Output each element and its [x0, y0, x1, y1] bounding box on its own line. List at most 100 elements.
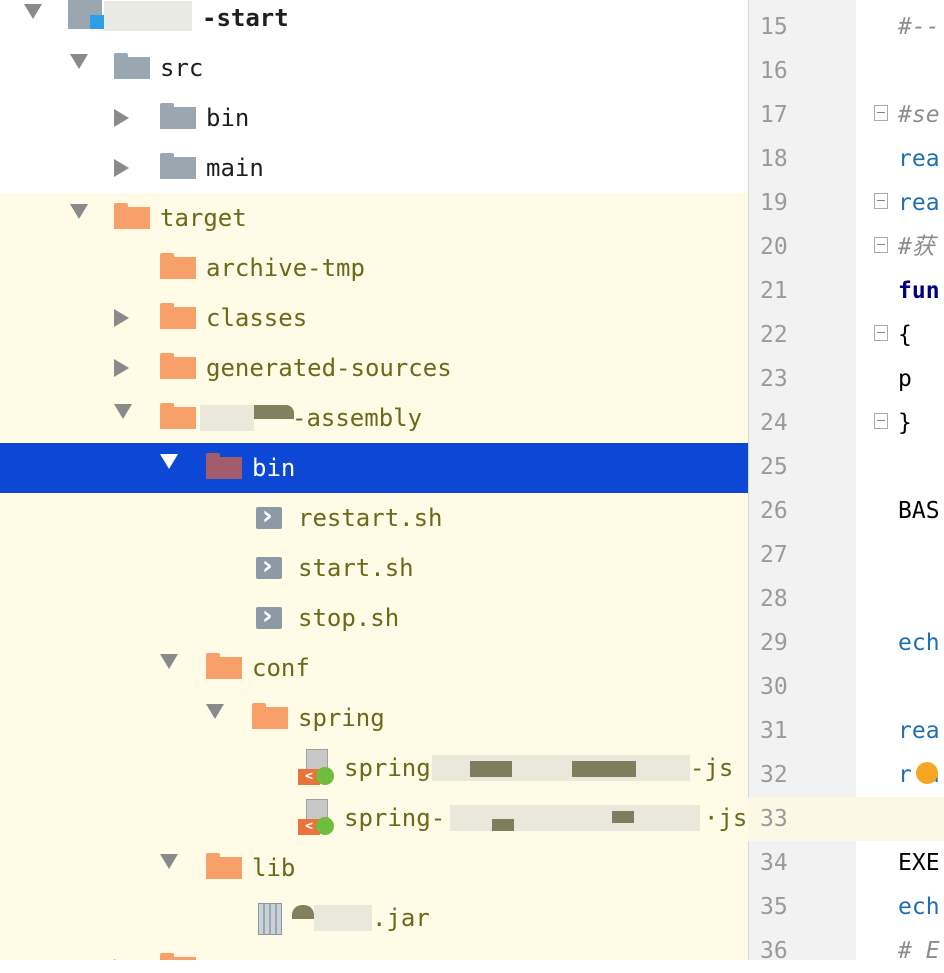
- file-label-start: start.sh: [298, 554, 414, 582]
- collapse-arrow-icon[interactable]: [114, 404, 132, 419]
- tree-row-stop-sh[interactable]: stop.sh: [0, 593, 748, 643]
- collapse-arrow-icon[interactable]: [160, 454, 178, 469]
- tree-row-spring-xml-1[interactable]: < spring -js: [0, 743, 748, 793]
- line-number: 25: [760, 454, 788, 480]
- expand-arrow-icon[interactable]: [114, 109, 129, 127]
- fold-marker-icon[interactable]: [874, 325, 888, 341]
- line-number: 22: [760, 322, 788, 348]
- lightbulb-intention-icon[interactable]: [916, 762, 938, 784]
- tree-row-main[interactable]: main: [0, 143, 748, 193]
- folder-label-main: main: [206, 154, 264, 182]
- tree-row-restart-sh[interactable]: restart.sh: [0, 493, 748, 543]
- line-number: 18: [760, 146, 788, 172]
- tree-row-src[interactable]: src: [0, 43, 748, 93]
- redacted-blur: [470, 761, 512, 777]
- code-line[interactable]: BAS: [898, 498, 940, 524]
- folder-icon: [206, 453, 242, 479]
- redacted-blur: [254, 405, 294, 419]
- file-label-spring-xml-1: spring: [344, 754, 431, 782]
- code-line[interactable]: rea: [898, 718, 940, 744]
- current-line-highlight: [748, 797, 944, 841]
- folder-label-archive-tmp: archive-tmp: [206, 254, 365, 282]
- code-line[interactable]: EXE: [898, 850, 940, 876]
- collapse-arrow-icon[interactable]: [160, 654, 178, 669]
- line-number: 29: [760, 630, 788, 656]
- folder-label-lib: lib: [252, 854, 296, 882]
- code-line[interactable]: #获: [898, 234, 935, 260]
- tree-row-conf[interactable]: conf: [0, 643, 748, 693]
- folder-label-src-bin: bin: [206, 104, 250, 132]
- redacted-blur: [492, 819, 514, 831]
- code-line[interactable]: ech: [898, 894, 940, 920]
- folder-label-src: src: [160, 54, 204, 82]
- fold-marker-icon[interactable]: [874, 237, 888, 253]
- file-label-stop: stop.sh: [298, 604, 400, 632]
- expand-arrow-icon[interactable]: [114, 309, 129, 327]
- tree-row-jar[interactable]: .jar: [0, 893, 748, 943]
- tree-row-spring[interactable]: spring: [0, 693, 748, 743]
- tree-row-start-sh[interactable]: start.sh: [0, 543, 748, 593]
- tree-row-spring-xml-2[interactable]: < spring- ·js: [0, 793, 748, 843]
- code-line[interactable]: fun: [898, 278, 940, 304]
- folder-icon: [114, 53, 150, 79]
- line-number: 20: [760, 234, 788, 260]
- fold-marker-icon[interactable]: [874, 193, 888, 209]
- project-root-label: -start: [202, 4, 289, 32]
- line-number: 19: [760, 190, 788, 216]
- folder-label-conf: conf: [252, 654, 310, 682]
- code-line[interactable]: #se: [898, 102, 940, 128]
- redacted-blur: [314, 905, 372, 931]
- collapse-arrow-icon[interactable]: [206, 704, 224, 719]
- redacted-blur: [200, 405, 254, 431]
- code-line[interactable]: #--: [898, 14, 940, 40]
- folder-icon: [160, 153, 196, 179]
- folder-icon: [206, 653, 242, 679]
- line-number: 21: [760, 278, 788, 304]
- line-number: 31: [760, 718, 788, 744]
- folder-label-generated-sources: generated-sources: [206, 354, 452, 382]
- tree-row-partial[interactable]: [0, 943, 748, 960]
- file-label-restart: restart.sh: [298, 504, 443, 532]
- code-line[interactable]: {: [898, 322, 912, 348]
- code-line[interactable]: ech: [898, 630, 940, 656]
- redacted-blur: [104, 1, 192, 31]
- folder-icon: [160, 103, 196, 129]
- code-line[interactable]: rea: [898, 190, 940, 216]
- code-line[interactable]: p: [898, 366, 912, 392]
- expand-arrow-icon[interactable]: [114, 159, 129, 177]
- fold-marker-icon[interactable]: [874, 105, 888, 121]
- file-label-spring-xml-2-suffix: ·js: [704, 804, 748, 832]
- tree-row-archive-tmp[interactable]: archive-tmp: [0, 243, 748, 293]
- folder-icon: [160, 353, 196, 379]
- expand-arrow-icon[interactable]: [114, 359, 129, 377]
- code-line[interactable]: rea: [898, 146, 940, 172]
- tree-row-target[interactable]: target: [0, 193, 748, 243]
- fold-marker-icon[interactable]: [874, 413, 888, 429]
- file-label-spring-xml-2: spring-: [344, 804, 446, 832]
- collapse-arrow-icon[interactable]: [160, 854, 178, 869]
- tree-row-src-bin[interactable]: bin: [0, 93, 748, 143]
- folder-icon: [252, 703, 288, 729]
- shell-script-icon: [256, 501, 282, 531]
- folder-icon: [160, 953, 196, 960]
- collapse-arrow-icon[interactable]: [70, 54, 88, 69]
- project-module-icon: [68, 0, 104, 29]
- folder-label-spring: spring: [298, 704, 385, 732]
- collapse-arrow-icon[interactable]: [70, 204, 88, 219]
- line-number: 17: [760, 102, 788, 128]
- tree-row-bin-selected[interactable]: bin: [0, 443, 748, 493]
- folder-icon: [206, 853, 242, 879]
- shell-script-icon: [256, 601, 282, 631]
- tree-row-classes[interactable]: classes: [0, 293, 748, 343]
- tree-row-project-root[interactable]: -start: [0, 0, 748, 43]
- collapse-arrow-icon[interactable]: [24, 4, 42, 19]
- tree-row-assembly[interactable]: -assembly: [0, 393, 748, 443]
- code-line[interactable]: # E: [898, 938, 940, 964]
- tree-row-generated-sources[interactable]: generated-sources: [0, 343, 748, 393]
- line-number: 15: [760, 14, 788, 40]
- redacted-blur: [450, 805, 700, 831]
- tree-row-lib[interactable]: lib: [0, 843, 748, 893]
- project-tree: -start src bin main target archive-tmp c…: [0, 0, 748, 960]
- redacted-blur: [612, 811, 634, 823]
- code-line[interactable]: }: [898, 410, 912, 436]
